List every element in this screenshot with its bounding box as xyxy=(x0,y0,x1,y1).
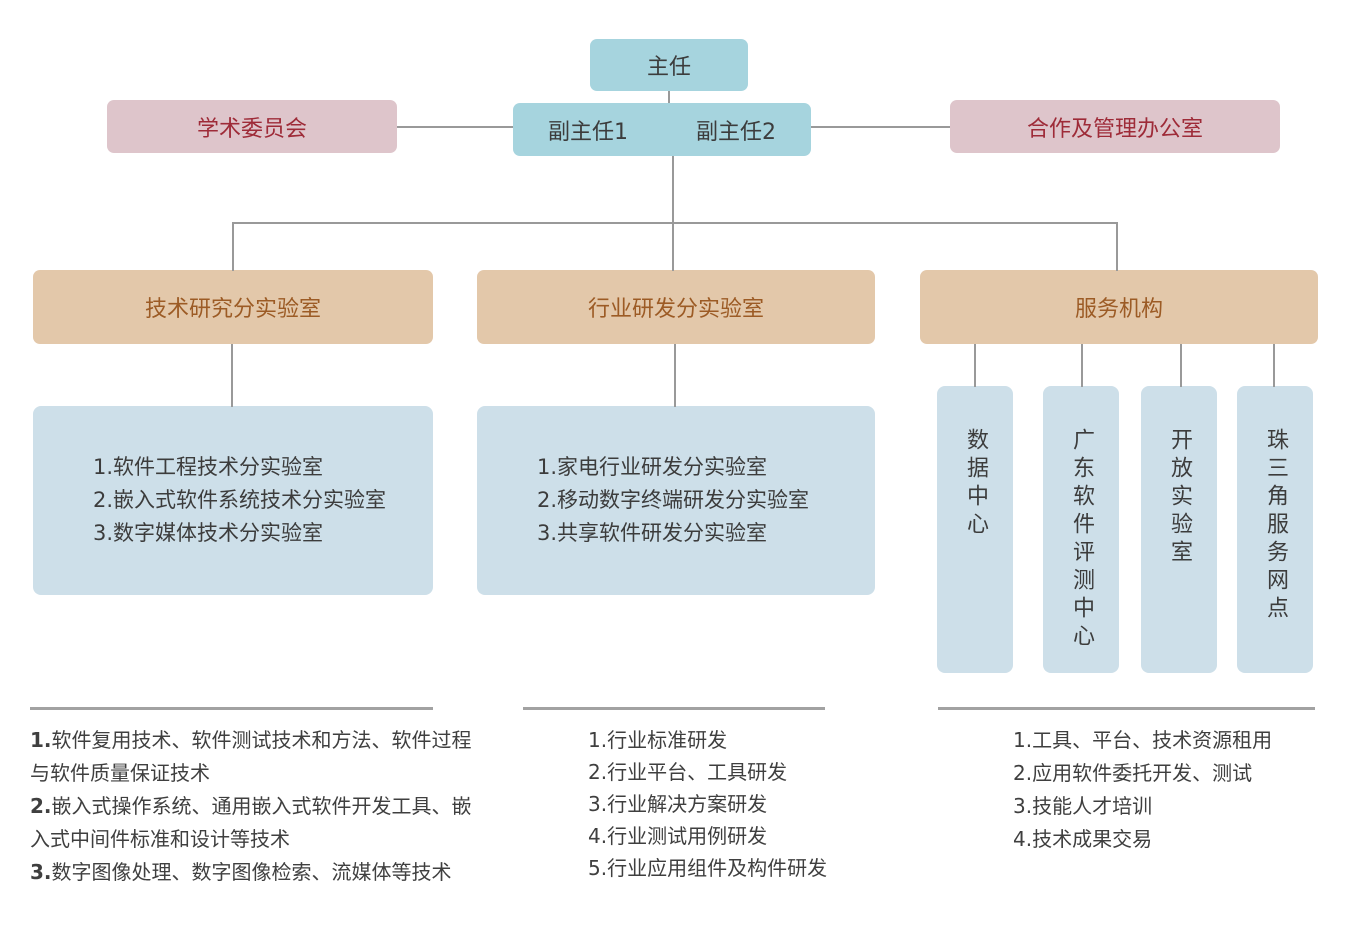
service-details-list: 1.工具、平台、技术资源租用 2.应用软件委托开发、测试 3.技能人才培训 4.… xyxy=(1013,724,1333,856)
industry-sublabs-box: 1.家电行业研发分实验室 2.移动数字终端研发分实验室 3.共享软件研发分实验室 xyxy=(477,406,875,595)
deputy1-label: 副主任1 xyxy=(548,119,628,145)
connector-line xyxy=(1273,344,1275,387)
industry-detail-item: 1.行业标准研发 xyxy=(588,728,728,752)
connector-line xyxy=(672,222,674,271)
industry-detail-item: 2.行业平台、工具研发 xyxy=(588,760,788,784)
academic-committee-node: 学术委员会 xyxy=(107,100,397,153)
section-divider xyxy=(30,707,433,710)
connector-line xyxy=(1180,344,1182,387)
tech-sublab-item: 1.软件工程技术分实验室 xyxy=(93,455,324,479)
service-detail-item: 1.工具、平台、技术资源租用 xyxy=(1013,728,1273,752)
industry-sublab-item: 2.移动数字终端研发分实验室 xyxy=(537,488,810,512)
item-number: 1. xyxy=(30,728,52,752)
service-unit-data-center: 数据中心 xyxy=(937,386,1013,673)
deputy-directors-node: 副主任1 副主任2 xyxy=(513,103,811,156)
service-org-node: 服务机构 xyxy=(920,270,1318,344)
cooperation-office-node: 合作及管理办公室 xyxy=(950,100,1280,153)
tech-detail-item: 1.软件复用技术、软件测试技术和方法、软件过程与软件质量保证技术 xyxy=(30,724,472,790)
connector-line xyxy=(1081,344,1083,387)
section-divider xyxy=(938,707,1315,710)
connector-line xyxy=(672,156,674,223)
academic-committee-label: 学术委员会 xyxy=(196,116,307,142)
connector-line xyxy=(1116,222,1118,271)
service-detail-item: 4.技术成果交易 xyxy=(1013,827,1153,851)
section-divider xyxy=(523,707,825,710)
industry-details-list: 1.行业标准研发 2.行业平台、工具研发 3.行业解决方案研发 4.行业测试用例… xyxy=(588,724,888,884)
industry-rd-lab-node: 行业研发分实验室 xyxy=(477,270,875,344)
connector-line xyxy=(232,222,234,271)
tech-detail-item: 3.数字图像处理、数字图像检索、流媒体等技术 xyxy=(30,856,472,889)
connector-line xyxy=(674,344,676,407)
service-unit-label: 广东软件评测中心 xyxy=(1069,428,1094,652)
tech-research-lab-label: 技术研究分实验室 xyxy=(144,297,321,322)
service-unit-label: 数据中心 xyxy=(963,428,988,540)
tech-sublab-item: 3.数字媒体技术分实验室 xyxy=(93,521,324,545)
service-unit-label: 开放实验室 xyxy=(1167,428,1192,568)
deputy2-label: 副主任2 xyxy=(696,119,776,145)
connector-line xyxy=(668,91,670,103)
director-node: 主任 xyxy=(590,39,748,91)
cooperation-office-label: 合作及管理办公室 xyxy=(1026,116,1203,142)
service-unit-label: 珠三角服务网点 xyxy=(1263,428,1288,624)
director-label: 主任 xyxy=(646,55,691,80)
tech-detail-item: 2.嵌入式操作系统、通用嵌入式软件开发工具、嵌入式中间件标准和设计等技术 xyxy=(30,790,472,856)
tech-sublab-item: 2.嵌入式软件系统技术分实验室 xyxy=(93,488,387,512)
service-org-label: 服务机构 xyxy=(1074,297,1163,322)
tech-sublabs-box: 1.软件工程技术分实验室 2.嵌入式软件系统技术分实验室 3.数字媒体技术分实验… xyxy=(33,406,433,595)
industry-detail-item: 4.行业测试用例研发 xyxy=(588,824,768,848)
industry-detail-item: 3.行业解决方案研发 xyxy=(588,792,768,816)
item-number: 2. xyxy=(30,794,52,818)
tech-details-list: 1.软件复用技术、软件测试技术和方法、软件过程与软件质量保证技术 2.嵌入式操作… xyxy=(30,724,472,889)
item-text: 数字图像处理、数字图像检索、流媒体等技术 xyxy=(51,860,452,884)
tech-research-lab-node: 技术研究分实验室 xyxy=(33,270,433,344)
connector-line xyxy=(974,344,976,387)
industry-sublab-item: 1.家电行业研发分实验室 xyxy=(537,455,768,479)
industry-rd-lab-label: 行业研发分实验室 xyxy=(587,297,764,322)
connector-line xyxy=(231,344,233,407)
service-detail-item: 2.应用软件委托开发、测试 xyxy=(1013,761,1253,785)
service-unit-evaluation-center: 广东软件评测中心 xyxy=(1043,386,1119,673)
industry-detail-item: 5.行业应用组件及构件研发 xyxy=(588,856,828,880)
connector-line xyxy=(232,222,1118,224)
item-text: 嵌入式操作系统、通用嵌入式软件开发工具、嵌入式中间件标准和设计等技术 xyxy=(30,794,472,851)
service-unit-open-lab: 开放实验室 xyxy=(1141,386,1217,673)
industry-sublab-item: 3.共享软件研发分实验室 xyxy=(537,521,768,545)
item-text: 软件复用技术、软件测试技术和方法、软件过程与软件质量保证技术 xyxy=(30,728,472,785)
item-number: 3. xyxy=(30,860,52,884)
connector-line xyxy=(397,126,513,128)
service-detail-item: 3.技能人才培训 xyxy=(1013,794,1153,818)
service-unit-prd-network: 珠三角服务网点 xyxy=(1237,386,1313,673)
connector-line xyxy=(811,126,950,128)
